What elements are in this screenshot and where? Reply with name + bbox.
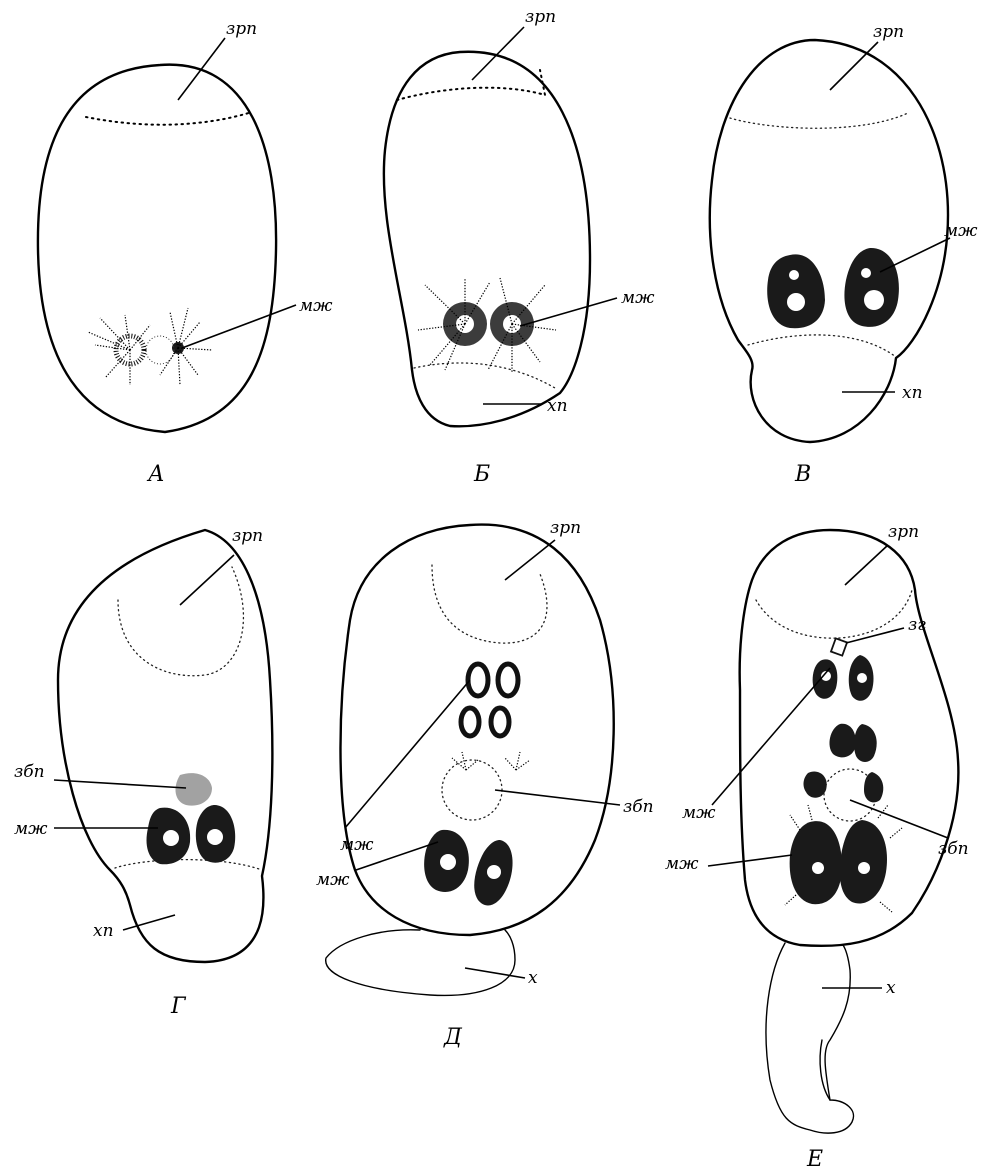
panel-v-nucleus-right [844,248,898,327]
panel-b-khp-label: хп [547,396,568,416]
panel-b-letter: Б [473,462,490,487]
panel-v-nucleus-left [767,254,825,328]
panel-e-zg-leader [846,628,904,643]
panel-d-zrp-leader [505,540,555,580]
panel-g: зрп збп мж хп Г [14,526,272,1019]
panel-v-outline [710,40,948,442]
panel-e: зрп зг мж мж збп х Е [665,522,969,1172]
panel-g-khp-leader [123,915,175,930]
panel-a-letter: А [146,462,165,487]
panel-v-lower-boundary [748,335,896,357]
panel-a-mzh-leader [182,305,296,348]
panel-a-zrp-label: зрп [226,19,257,39]
panel-b-mzh-leader [520,298,617,326]
panel-d-kh-label: х [528,968,538,988]
panel-d-polar-nucleus [442,760,502,820]
panel-v: зрп мж хп В [710,22,978,487]
panel-d-zbp-label: збп [623,797,654,817]
panel-d-zbp-leader [495,790,620,805]
panel-d-kh-leader [465,968,525,978]
panel-v-letter: В [794,462,811,487]
panel-b: зрп мж хп Б [384,7,655,487]
panel-g-upper-boundary [118,567,243,676]
panel-b-outline [384,52,590,427]
panel-a-mzh-label: мж [299,296,333,316]
panel-a-nuclei [88,308,212,385]
panel-b-zrp-leader [472,27,524,80]
panel-e-zrp-leader [845,545,888,585]
panel-b-upper-boundary [397,70,545,100]
panel-d: зрп мж мж збп х Д [316,518,654,1050]
panel-d-upper-boundary [432,565,547,643]
panel-b-lower-boundary [414,363,555,388]
panel-v-zrp-leader [830,42,878,90]
panel-d-mzh-upper-leader [345,680,470,828]
panel-e-letter: Е [806,1147,823,1172]
panel-g-polar-nucleus [175,773,212,806]
panel-b-nuclei [418,278,556,372]
panel-e-zrp-label: зрп [888,522,919,542]
panel-g-khp-label: хп [93,921,114,941]
panel-v-khp-label: хп [902,383,923,403]
panel-g-zbp-leader [54,780,186,788]
panel-g-outline [58,530,272,962]
panel-a-outline [38,65,276,432]
panel-e-nuclei [785,638,902,912]
panel-e-kh-label: х [886,978,896,998]
panel-e-mzh-lower-label: мж [665,854,699,874]
panel-d-nuclei [424,664,530,905]
panel-e-nucleus-right [840,820,887,904]
panel-v-upper-boundary [730,113,908,128]
panel-e-chalaza [766,943,854,1133]
panel-b-mzh-label: мж [621,288,655,308]
panel-a-chalazal-boundary [86,112,252,125]
panel-g-zrp-leader [180,555,234,605]
panel-d-letter: Д [443,1025,463,1050]
panel-g-lower-boundary [115,860,262,870]
panel-d-mzh-upper-label: мж [340,835,374,855]
panel-a-zrp-leader [178,38,225,100]
panel-d-zrp-label: зрп [550,518,581,538]
panel-e-zg-label: зг [908,615,926,635]
panel-v-zrp-label: зрп [873,22,904,42]
panel-g-mzh-label: мж [14,819,48,839]
panel-d-mzh-lower-label: мж [316,870,350,890]
panel-e-upper-boundary [756,590,912,638]
panel-g-zbp-label: збп [14,762,45,782]
panel-g-letter: Г [170,994,187,1019]
panel-e-mzh-upper-label: мж [682,803,716,823]
panel-e-mzh-lower-leader [708,855,792,866]
panel-v-mzh-label: мж [944,221,978,241]
panel-b-zrp-label: зрп [525,7,556,27]
panel-e-zbp-label: збп [938,839,969,859]
panel-v-nuclei [767,248,899,328]
panel-a: зрп мж А [38,19,333,487]
panel-v-mzh-leader [880,238,950,272]
panel-g-zrp-label: зрп [232,526,263,546]
panel-d-chalaza [326,930,515,996]
